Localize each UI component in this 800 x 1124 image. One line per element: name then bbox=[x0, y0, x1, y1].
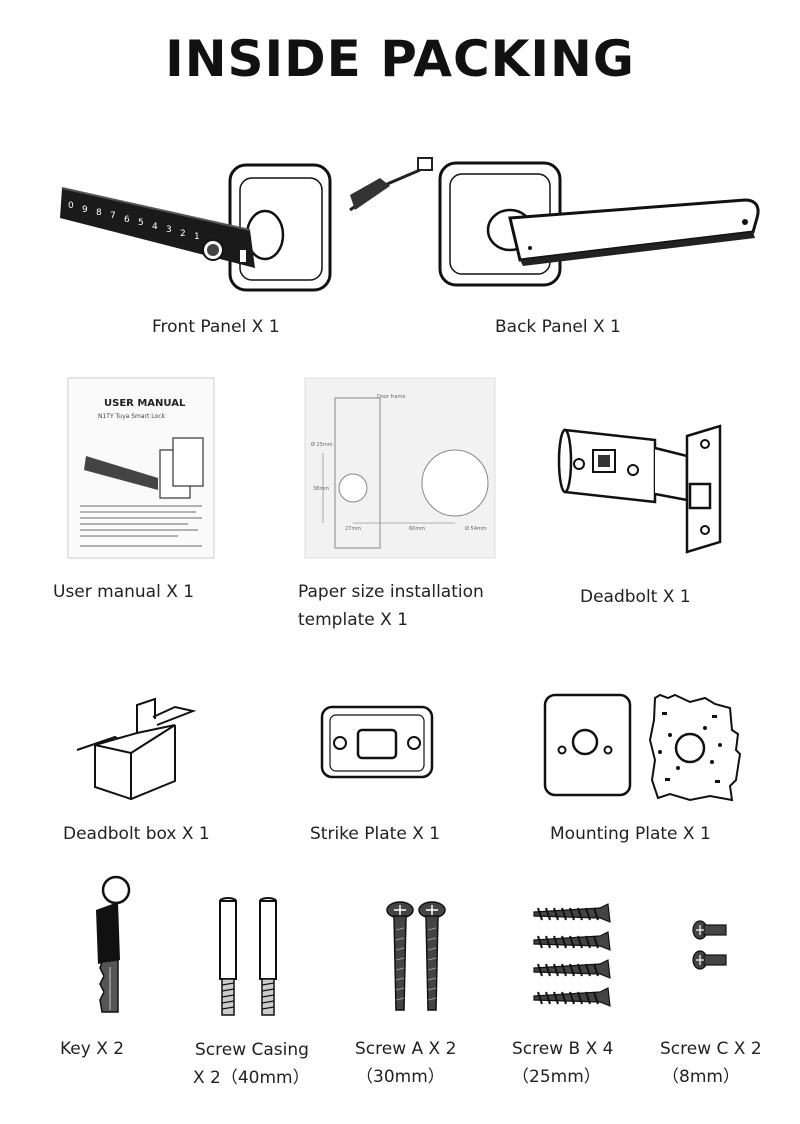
manual-subheading: N1TY Tuya Smart Lock bbox=[98, 413, 165, 420]
keypad-digit: 2 bbox=[180, 229, 186, 239]
screw-b-label-line2: （25mm） bbox=[512, 1067, 601, 1087]
front-panel-label: Front Panel X 1 bbox=[152, 317, 280, 337]
user-manual-image: USER MANUAL N1TY Tuya Smart Lock bbox=[67, 377, 215, 559]
back-panel-image bbox=[438, 161, 760, 287]
screw-a-label-line1: Screw A X 2 bbox=[355, 1039, 457, 1059]
keypad-digit: 0 bbox=[68, 201, 74, 211]
screw-c-image bbox=[692, 920, 727, 970]
screw-c-label-line2: （8mm） bbox=[662, 1067, 740, 1087]
template-w27: 27mm bbox=[345, 526, 361, 532]
keypad-digit: 7 bbox=[110, 211, 116, 221]
keypad-digit: 5 bbox=[138, 218, 144, 228]
screw-a-image bbox=[386, 901, 446, 1011]
deadbolt-label: Deadbolt X 1 bbox=[580, 587, 691, 607]
installation-template-label-line2: template X 1 bbox=[298, 610, 409, 630]
keypad-digit: 4 bbox=[152, 222, 158, 232]
keypad-digit: 3 bbox=[166, 225, 172, 235]
strike-plate-image bbox=[320, 705, 434, 779]
screw-casing-label-line2: X 2（40mm） bbox=[193, 1068, 310, 1088]
template-h38: 38mm bbox=[313, 486, 329, 492]
template-d54: Ø 54mm bbox=[465, 525, 487, 532]
keypad-digit: 8 bbox=[96, 208, 102, 218]
screw-c-label-line1: Screw C X 2 bbox=[660, 1039, 762, 1059]
user-manual-label: User manual X 1 bbox=[53, 582, 195, 602]
strike-plate-label: Strike Plate X 1 bbox=[310, 824, 441, 844]
keypad-digit: 6 bbox=[124, 215, 130, 225]
deadbolt-image bbox=[557, 424, 722, 554]
screw-b-image bbox=[533, 903, 611, 1007]
keypad-digit: 1 bbox=[194, 232, 200, 242]
manual-heading: USER MANUAL bbox=[104, 398, 186, 409]
template-d25: Ø 25mm bbox=[311, 441, 333, 448]
screw-b-label-line1: Screw B X 4 bbox=[512, 1039, 614, 1059]
screw-a-label-line2: （30mm） bbox=[356, 1067, 445, 1087]
mounting-plate-image bbox=[543, 693, 742, 802]
front-panel-image: 0 9 8 7 6 5 4 3 2 1 bbox=[60, 157, 433, 292]
template-door-frame: Door frame bbox=[377, 394, 405, 400]
screw-casing-label-line1: Screw Casing bbox=[195, 1040, 309, 1060]
deadbolt-box-label: Deadbolt box X 1 bbox=[63, 824, 210, 844]
key-label: Key X 2 bbox=[60, 1039, 125, 1059]
keypad-digit: 9 bbox=[82, 205, 88, 215]
installation-template-label-line1: Paper size installation bbox=[298, 582, 484, 602]
deadbolt-box-image bbox=[76, 697, 197, 801]
back-panel-label: Back Panel X 1 bbox=[495, 317, 621, 337]
key-image bbox=[96, 875, 131, 1013]
template-w60: 60mm bbox=[409, 526, 425, 532]
mounting-plate-label: Mounting Plate X 1 bbox=[550, 824, 711, 844]
installation-template-image: Door frame Ø 25mm 38mm 27mm 60mm Ø 54mm bbox=[304, 377, 496, 559]
screw-casing-image bbox=[219, 897, 277, 1016]
page-title: INSIDE PACKING bbox=[165, 30, 635, 88]
